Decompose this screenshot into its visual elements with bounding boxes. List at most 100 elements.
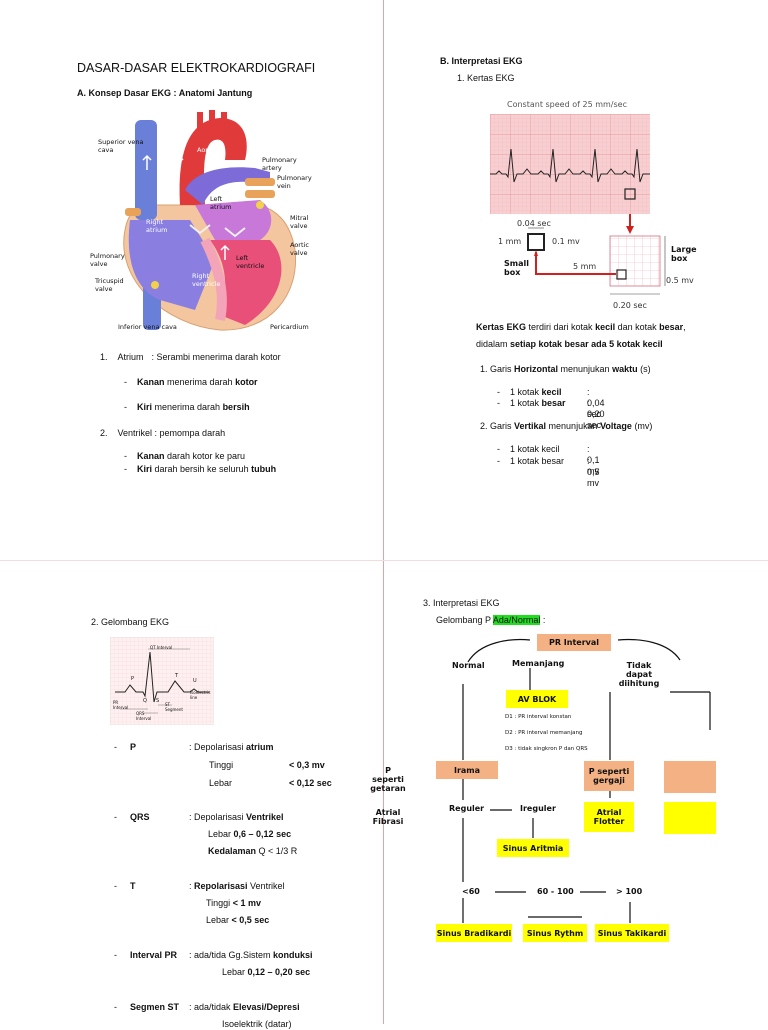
list-subitem: -Kanan darah kotor ke paru: [124, 451, 246, 461]
left-ventricle-shape: [210, 240, 282, 325]
section-a-heading: A. Konsep Dasar EKG : Anatomi Jantung: [77, 88, 253, 98]
av-blok-d1: D1 : PR interval konstan: [505, 714, 572, 720]
label-aortic-valve: Aortic valve: [290, 241, 309, 257]
wave-item-t: -T: Repolarisasi Ventrikel: [114, 881, 285, 891]
list-subitem: -1 kotak kecil: 0,04 sec: [497, 387, 605, 419]
wave-label-p: P: [131, 676, 135, 682]
label-pulmonary-artery: Pulmonary artery: [262, 156, 297, 172]
label-ireguler: Ireguler: [520, 804, 556, 813]
label-left-atrium: Left atrium: [210, 195, 232, 211]
label-inferior-vena-cava: Inferior vena cava: [118, 323, 177, 331]
large-box-label: Large box: [671, 245, 697, 263]
flowchart-connectors: [462, 638, 711, 923]
large-box-time: 0.20 sec: [613, 301, 647, 310]
av-blok-d3: D3 : tidak singkron P dan QRS: [505, 746, 588, 752]
wave-label-t: T: [175, 673, 179, 679]
qrs-kedalaman: Kedalaman Q < 1/3 R: [208, 846, 298, 856]
five-mm-label: 5 mm: [573, 262, 597, 271]
label-gt100: > 100: [616, 887, 643, 896]
av-blok-d2: D2 : PR interval memanjang: [505, 730, 583, 736]
label-tidak-dapat-dihitung: Tidak dapat diihitung: [618, 661, 660, 688]
label-reguler: Reguler: [449, 804, 485, 813]
garis-horizontal: 1. Garis Horizontal menunjukan waktu (s): [480, 364, 651, 374]
page-divider: [383, 0, 384, 1024]
label-60-100: 60 - 100: [537, 887, 574, 896]
label-p-seperti-getaran: P seperti getaran: [370, 766, 406, 793]
gelombang-p-heading: Gelombang P Ada/Normal :: [436, 615, 546, 625]
wave-label-s: S: [156, 698, 160, 704]
p-lebar-label: Lebar: [209, 778, 233, 788]
page-divider-horizontal: [0, 560, 768, 561]
paragraph-kertas-1: Kertas EKG terdiri dari kotak kecil dan …: [476, 322, 686, 332]
wave-label-st: ST Segment: [165, 702, 183, 712]
left-atrium-shape: [195, 200, 272, 240]
list-subitem: -Kiri darah bersih ke seluruh tubuh: [124, 464, 277, 474]
box-pr-interval: PR Interval: [537, 634, 611, 651]
wave-label-u: U: [193, 678, 197, 684]
qrs-lebar: Lebar 0,6 – 0,12 sec: [208, 829, 292, 839]
label-tricuspid-valve: Tricuspid valve: [95, 277, 124, 293]
page-title: DASAR-DASAR ELEKTROKARDIOGRAFI: [77, 61, 316, 75]
pulmonary-artery-shape: [185, 167, 270, 205]
wave-item-p: -P: Depolarisasi atrium: [114, 742, 274, 752]
label-pulmonary-vein: Pulmonary vein: [277, 174, 312, 190]
list-subitem: -1 kotak besar: 0,5 mv: [497, 456, 600, 488]
list-item-atrium: 1.Atrium: Serambi menerima darah kotor: [100, 352, 281, 362]
box-empty-yellow: [664, 802, 716, 834]
list-subitem: -1 kotak besar: 0,20 sec: [497, 398, 605, 430]
label-pulmonary-valve: Pulmonary valve: [90, 252, 125, 268]
box-sinus-takikardi: Sinus Takikardi: [595, 924, 669, 942]
wave-label-qrs: QRS Interval: [136, 711, 152, 721]
superior-vena-cava-shape: [135, 120, 157, 220]
garis-vertikal: 2. Garis Vertikal menunjukan Voltage (mv…: [480, 421, 653, 431]
label-pericardium: Pericardium: [270, 323, 309, 331]
label-lt60: <60: [462, 887, 480, 896]
label-superior-vena-cava: Superior vena cava: [98, 138, 144, 154]
p-lebar-value: < 0,12 sec: [289, 778, 332, 788]
wave-item-segmen-st: -Segmen ST: ada/tidak Elevasi/Depresi: [114, 1002, 300, 1012]
box-av-blok: AV BLOK: [506, 690, 568, 708]
list-subitem: -1 kotak kecil: 0,1 mv: [497, 444, 600, 476]
box-irama: Irama: [436, 761, 498, 779]
ecg-wave-diagram: [110, 637, 214, 725]
t-tinggi: Tinggi < 1 mv: [206, 898, 261, 908]
st-isoelektrik: Isoelektrik (datar): [222, 1019, 292, 1029]
label-normal: Normal: [452, 661, 485, 670]
list-item-ventrikel: 2.Ventrikel : pemompa darah: [100, 428, 226, 438]
ecg-caption: Constant speed of 25 mm/sec: [507, 100, 627, 109]
section-b-heading: B. Interpretasi EKG: [440, 56, 523, 66]
box-p-seperti-gergaji: P seperti gergaji: [584, 761, 634, 791]
list-subitem: -Kanan menerima darah kotor: [124, 377, 258, 387]
wave-label-q: Q: [143, 698, 147, 704]
right-heart-shape: [128, 220, 215, 310]
p-tinggi-value: < 0,3 mv: [289, 760, 325, 770]
wave-label-qt: QT Interval: [150, 645, 173, 650]
wave-item-interval-pr: -Interval PR: ada/tida Gg.Sistem konduks…: [114, 950, 313, 960]
box-sinus-aritmia: Sinus Aritmia: [497, 839, 569, 857]
subsection-interpretasi-ekg: 3. Interpretasi EKG: [423, 598, 500, 608]
p-tinggi-label: Tinggi: [209, 760, 234, 770]
subsection-kertas-ekg: 1. Kertas EKG: [457, 73, 515, 83]
wave-label-pr: PR Interval: [113, 700, 129, 710]
box-empty-orange: [664, 761, 716, 793]
paragraph-kertas-2: didalam setiap kotak besar ada 5 kotak k…: [476, 339, 663, 349]
subsection-gelombang-ekg: 2. Gelombang EKG: [91, 617, 170, 627]
box-sinus-bradikardi: Sinus Bradikardi: [436, 924, 512, 942]
small-box-height: 1 mm: [498, 237, 522, 246]
label-right-atrium: Right atrium: [146, 218, 168, 234]
label-right-ventricle: Right ventricle: [192, 272, 221, 288]
small-box-voltage: 0.1 mv: [552, 237, 580, 246]
label-mitral-valve: Mitral valve: [290, 214, 309, 230]
small-box-label: Small box: [504, 259, 529, 277]
ecg-box-magnification: [527, 214, 666, 295]
label-memanjang: Memanjang: [512, 659, 565, 668]
box-atrial-flotter: Atrial Flotter: [584, 802, 634, 832]
label-left-ventricle: Left ventricle: [236, 254, 265, 270]
list-subitem: -Kiri menerima darah bersih: [124, 402, 250, 412]
ecg-strip: [490, 114, 650, 214]
large-box-voltage: 0.5 mv: [666, 276, 694, 285]
box-sinus-rythm: Sinus Rythm: [523, 924, 587, 942]
wave-label-isoelectric: Isoelectric line: [190, 690, 211, 700]
wave-item-qrs: -QRS: Depolarisasi Ventrikel: [114, 812, 284, 822]
label-atrial-fibrasi: Atrial Fibrasi: [372, 808, 404, 826]
